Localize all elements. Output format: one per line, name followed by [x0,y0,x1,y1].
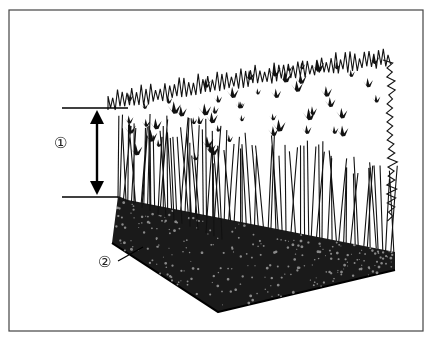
arrow-down-icon [90,181,104,195]
arrow-up-icon [90,110,104,124]
soil-layer [112,196,395,312]
label-1: ① [54,136,67,151]
label-2: ② [98,255,111,270]
